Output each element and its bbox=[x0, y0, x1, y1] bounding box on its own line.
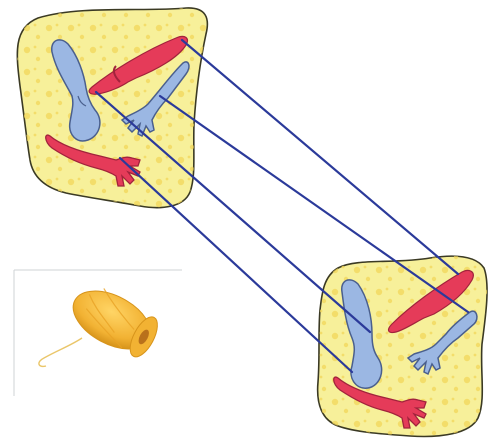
thread-photo bbox=[14, 270, 182, 396]
string-knife-to-knife bbox=[182, 40, 458, 274]
string-fork-to-fork bbox=[160, 96, 468, 312]
